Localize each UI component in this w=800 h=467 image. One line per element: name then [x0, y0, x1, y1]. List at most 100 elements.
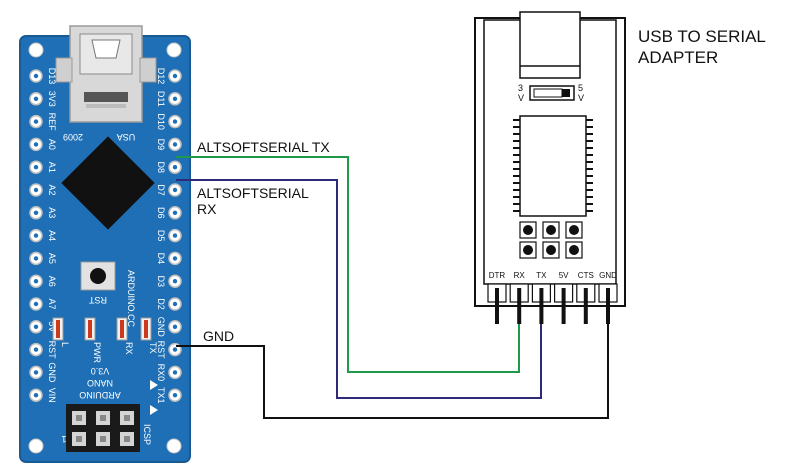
board-name-arduino: ARDUINO	[79, 390, 121, 400]
left-pin-header	[29, 69, 43, 402]
left-pin-label: A6	[47, 276, 57, 287]
icsp-label: ICSP	[142, 424, 152, 445]
pin-hole-center	[172, 187, 178, 193]
pin-hole-center	[33, 393, 39, 398]
right-pin-label: GND	[156, 317, 166, 338]
pin-hole-center	[172, 347, 178, 352]
pin-hole-center	[33, 301, 39, 307]
icsp-pin1-label: 1	[61, 434, 66, 444]
pin-hole-center	[33, 256, 39, 261]
right-pin-label: RX0	[156, 364, 166, 382]
pin-hole-center	[172, 301, 178, 307]
pin-hole-center	[33, 96, 39, 102]
pin-hole-center	[172, 324, 178, 329]
adapter-pin-leg	[561, 288, 566, 324]
pin-hole-center	[33, 370, 39, 375]
right-pin-label: D7	[156, 184, 166, 196]
adapter-pin-label: 5V	[559, 271, 569, 280]
left-pin-label: A0	[47, 139, 57, 150]
pin-hole-center	[172, 119, 178, 124]
right-pin-label: TX1	[156, 387, 166, 404]
left-pin-label: REF	[47, 113, 57, 132]
right-pin-label: D9	[156, 139, 166, 151]
pin-hole-center	[33, 233, 39, 238]
right-pin-label: D12	[156, 68, 166, 85]
adapter-pin-label: TX	[536, 271, 547, 280]
pin-hole-center	[33, 165, 39, 170]
pin-hole-center	[172, 142, 178, 147]
right-pin-header	[168, 69, 182, 402]
pin-hole-center	[172, 370, 178, 375]
pin-hole-center	[172, 165, 178, 170]
left-pin-label: A4	[47, 230, 57, 241]
tx-arrow-icon	[150, 405, 158, 415]
adapter-jumper-grid	[519, 221, 583, 259]
pin-hole-center	[33, 347, 39, 352]
reset-button[interactable]	[80, 261, 116, 291]
pin-hole-center	[33, 142, 39, 147]
left-pin-label: GND	[47, 362, 57, 383]
right-pin-label: D2	[156, 298, 166, 310]
adapter-pin-label: CTS	[578, 271, 594, 280]
jumper-dot	[569, 245, 579, 255]
switch-5v-top: 5	[578, 83, 583, 93]
jumper-dot	[523, 245, 533, 255]
right-pin-label: RST	[156, 341, 166, 360]
left-pin-label: A7	[47, 298, 57, 309]
status-leds	[52, 317, 152, 341]
adapter-title-line1: USB TO SERIAL	[638, 27, 766, 46]
pin-hole-center	[172, 279, 178, 284]
pin-hole-center	[33, 324, 39, 329]
right-pin-label: D8	[156, 161, 166, 173]
jumper-dot	[569, 225, 579, 235]
mini-usb-connector	[55, 25, 157, 123]
switch-5v-bottom: V	[578, 93, 584, 103]
adapter-pin-leg	[583, 288, 588, 324]
led-label-l: L	[60, 342, 70, 347]
right-pin-label: D3	[156, 275, 166, 287]
pin-hole-center	[33, 210, 39, 215]
adapter-usb-port	[519, 11, 581, 79]
right-pin-label: D5	[156, 230, 166, 242]
left-pin-label: A2	[47, 184, 57, 195]
left-pin-label: A3	[47, 207, 57, 218]
adapter-pin-leg	[606, 288, 610, 324]
adapter-pin-leg	[495, 288, 499, 324]
pin-hole-center	[172, 210, 178, 215]
pin-hole-center	[33, 187, 39, 193]
right-pin-label: D4	[156, 253, 166, 265]
adapter-pin-leg	[517, 288, 522, 324]
adapter-pin-label: RX	[514, 271, 526, 280]
right-pin-label: D11	[156, 91, 166, 107]
wires	[176, 156, 609, 419]
usb-right-text: USA	[117, 132, 136, 142]
pin-hole-center	[172, 233, 178, 238]
gnd-wire	[176, 282, 609, 419]
rx-wire-label-line1: ALTSOFTSERIAL	[197, 185, 309, 201]
pin-hole-center	[172, 73, 178, 79]
adapter-pin-header	[487, 283, 618, 324]
gnd-wire-label: GND	[203, 328, 234, 344]
left-pin-label: A5	[47, 253, 57, 264]
switch-3v-bottom: V	[518, 93, 524, 103]
pin-hole-center	[33, 73, 39, 79]
pin-hole-center	[33, 119, 39, 124]
left-pin-label: A1	[47, 162, 57, 173]
pin-hole-center	[172, 256, 178, 261]
rx-wire	[176, 179, 542, 399]
brand-text: ARDUINO.CC	[126, 270, 136, 328]
voltage-switch[interactable]	[529, 85, 575, 101]
left-pin-label: VIN	[47, 388, 57, 403]
adapter-pin-label: GND	[599, 271, 617, 280]
board-name-v30: V3.0	[91, 366, 110, 376]
adapter-pin-leg	[539, 288, 544, 324]
right-pin-label: D10	[156, 113, 166, 130]
led-label-tx: TX	[148, 342, 158, 354]
switch-3v-top: 3	[518, 83, 523, 93]
left-pin-label: 5V	[47, 321, 57, 332]
pin-hole-center	[33, 279, 39, 284]
tx-wire	[176, 156, 520, 373]
